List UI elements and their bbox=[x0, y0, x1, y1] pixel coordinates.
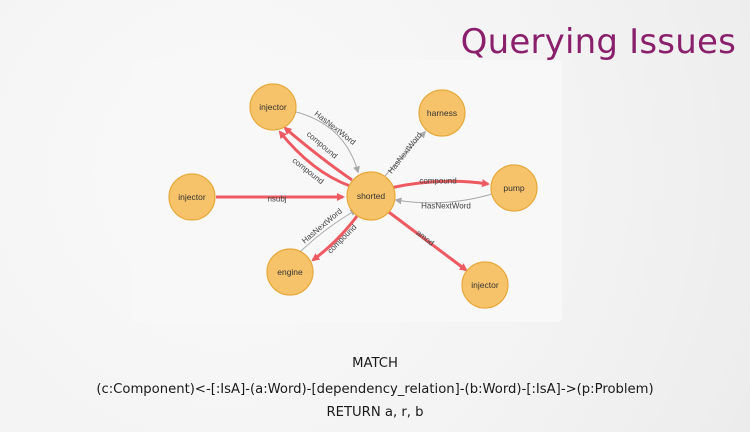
edge-hasnextword-pump bbox=[394, 193, 493, 205]
edge-label: HasNextWord bbox=[421, 202, 471, 211]
node-engine[interactable]: engine bbox=[266, 248, 314, 296]
edge-compound-lower-injector-top bbox=[278, 130, 351, 188]
edge-label: nsubj bbox=[267, 195, 286, 204]
node-label: harness bbox=[427, 108, 457, 118]
edge-hasnextword-engine bbox=[299, 209, 358, 253]
edge-label: HasNextWord bbox=[386, 131, 424, 176]
edge-hasnextword-injector-top bbox=[295, 111, 360, 174]
node-label: injector bbox=[471, 280, 499, 290]
node-label: injector bbox=[178, 192, 206, 202]
edge-hasnextword-harness bbox=[383, 130, 427, 178]
edge-compound-pump bbox=[389, 179, 490, 190]
edge-label: compound bbox=[326, 223, 359, 256]
node-label: shorted bbox=[357, 191, 386, 201]
slide-title: Querying Issues bbox=[460, 22, 736, 62]
node-label: engine bbox=[277, 267, 303, 277]
node-injector-bottom[interactable]: injector bbox=[461, 261, 509, 309]
node-label: pump bbox=[503, 183, 525, 193]
query-pattern: (c:Component)<-[:IsA]-(a:Word)-[dependen… bbox=[96, 382, 654, 397]
edge-label: compound bbox=[419, 177, 456, 186]
edge-compound-engine bbox=[311, 211, 362, 262]
edge-compound-upper-injector-top bbox=[283, 126, 353, 182]
node-injector-left[interactable]: injector bbox=[168, 173, 216, 221]
node-shorted[interactable]: shorted bbox=[346, 171, 396, 221]
node-pump[interactable]: pump bbox=[490, 164, 538, 212]
query-match: MATCH bbox=[352, 356, 398, 371]
node-injector-top[interactable]: injector bbox=[249, 83, 297, 131]
edge-amod bbox=[385, 208, 468, 272]
node-harness[interactable]: harness bbox=[418, 89, 466, 137]
node-label: injector bbox=[259, 102, 287, 112]
edge-label: compound bbox=[305, 130, 339, 161]
query-return: RETURN a, r, b bbox=[326, 405, 424, 420]
